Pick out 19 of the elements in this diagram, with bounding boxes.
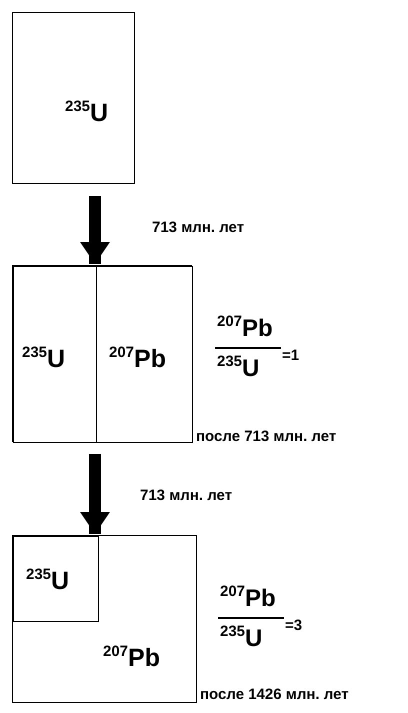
arrow [80, 196, 110, 264]
fraction-denominator: $^{235}$U [217, 354, 260, 381]
isotope-label: $^{207}$Pb [109, 345, 166, 372]
isotope-label: $^{235}$U [65, 99, 108, 126]
sample-box [12, 12, 135, 184]
ratio-value: =1 [282, 348, 300, 363]
ratio-value: =3 [285, 618, 302, 633]
sample-box [12, 265, 192, 442]
uranium-section [13, 266, 97, 443]
isotope-label: $^{207}$Pb [103, 644, 160, 671]
isotope-label: $^{235}$U [22, 345, 66, 372]
uranium-section [13, 536, 99, 622]
fraction-numerator: $^{207}$Pb [220, 584, 276, 611]
fraction-denominator: $^{235}$U [220, 624, 262, 651]
lead-section [96, 266, 193, 443]
isotope-label: $^{235}$U [26, 567, 70, 594]
arrow [80, 454, 110, 534]
fraction-numerator: $^{207}$Pb [217, 314, 273, 341]
sample-box [12, 535, 197, 703]
